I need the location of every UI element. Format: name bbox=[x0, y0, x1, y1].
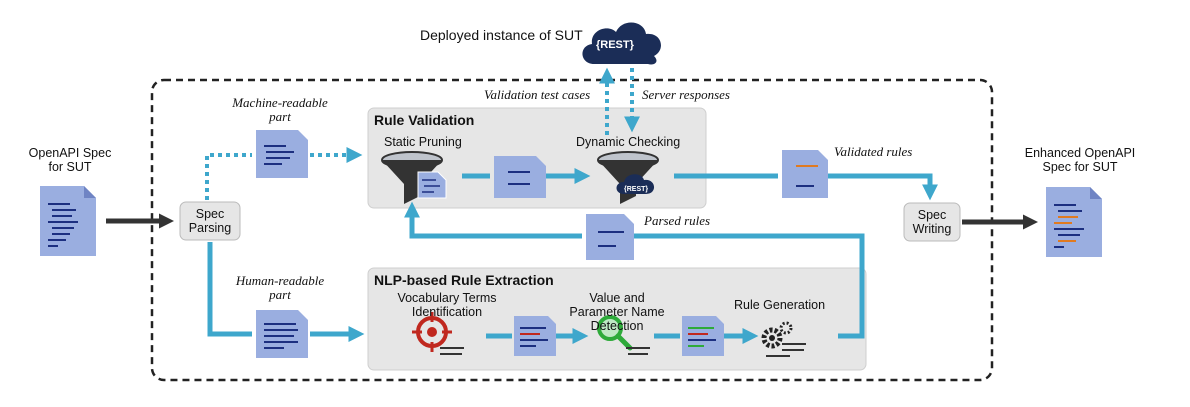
machine-path-a bbox=[205, 153, 252, 200]
server-responses-label: Server responses bbox=[642, 87, 730, 102]
rule-generation-label: Rule Generation bbox=[734, 298, 826, 312]
nlp-extraction-title: NLP-based Rule Extraction bbox=[374, 272, 554, 288]
spec-parsing-box bbox=[179, 201, 241, 241]
dynamic-checking-label: Dynamic Checking bbox=[576, 135, 681, 149]
parsed-rules-label: Parsed rules bbox=[644, 213, 711, 228]
rules-document-icon bbox=[494, 156, 546, 198]
validated-arrow-b bbox=[828, 173, 939, 201]
vocab-terms-label: Vocabulary Terms Identification bbox=[397, 291, 497, 319]
value-param-label: Value and Parameter Name Detection bbox=[569, 291, 665, 333]
static-pruning-label: Static Pruning bbox=[384, 135, 462, 149]
rule-validation-title: Rule Validation bbox=[374, 112, 475, 128]
cloud-icon bbox=[582, 22, 661, 65]
human-readable-label: Human-readable part bbox=[235, 273, 325, 302]
static-pruning-funnel-icon bbox=[381, 151, 447, 204]
human-readable-document-icon bbox=[256, 310, 308, 358]
spec-writing-box bbox=[903, 202, 961, 242]
openapi-spec-document-icon bbox=[40, 186, 96, 256]
machine-readable-document-icon bbox=[256, 130, 308, 178]
gears-icon bbox=[761, 321, 806, 357]
system-boundary bbox=[150, 78, 994, 382]
terms-document-icon bbox=[514, 316, 556, 356]
human-path-a bbox=[207, 242, 252, 337]
rest-badge-label: {REST} bbox=[624, 186, 649, 193]
enhanced-spec-document-icon bbox=[1046, 187, 1102, 257]
dynamic-checking-funnel-icon bbox=[597, 151, 659, 204]
params-document-icon bbox=[682, 316, 724, 356]
parsed-rules-document-icon bbox=[586, 214, 634, 260]
machine-readable-label: Machine-readable part bbox=[232, 95, 328, 124]
rest-cloud-label: {REST} bbox=[596, 39, 634, 51]
validation-test-cases-label: Validation test cases bbox=[484, 87, 591, 102]
parsed-loop-a bbox=[634, 233, 865, 339]
target-icon bbox=[412, 312, 464, 355]
magnifier-icon bbox=[597, 315, 650, 355]
spec-parsing-label: Spec Parsing bbox=[188, 207, 232, 235]
spec-writing-label: Spec Writing bbox=[912, 208, 952, 236]
validated-rules-label: Validated rules bbox=[834, 144, 913, 159]
enhanced-spec-label: Enhanced OpenAPI Spec for SUT bbox=[1024, 146, 1136, 174]
deployed-sut-label: Deployed instance of SUT bbox=[420, 27, 583, 43]
parsed-loop-b bbox=[403, 201, 582, 239]
validated-rules-document-icon bbox=[782, 150, 828, 198]
openapi-spec-label: OpenAPI Spec for SUT bbox=[28, 146, 112, 174]
